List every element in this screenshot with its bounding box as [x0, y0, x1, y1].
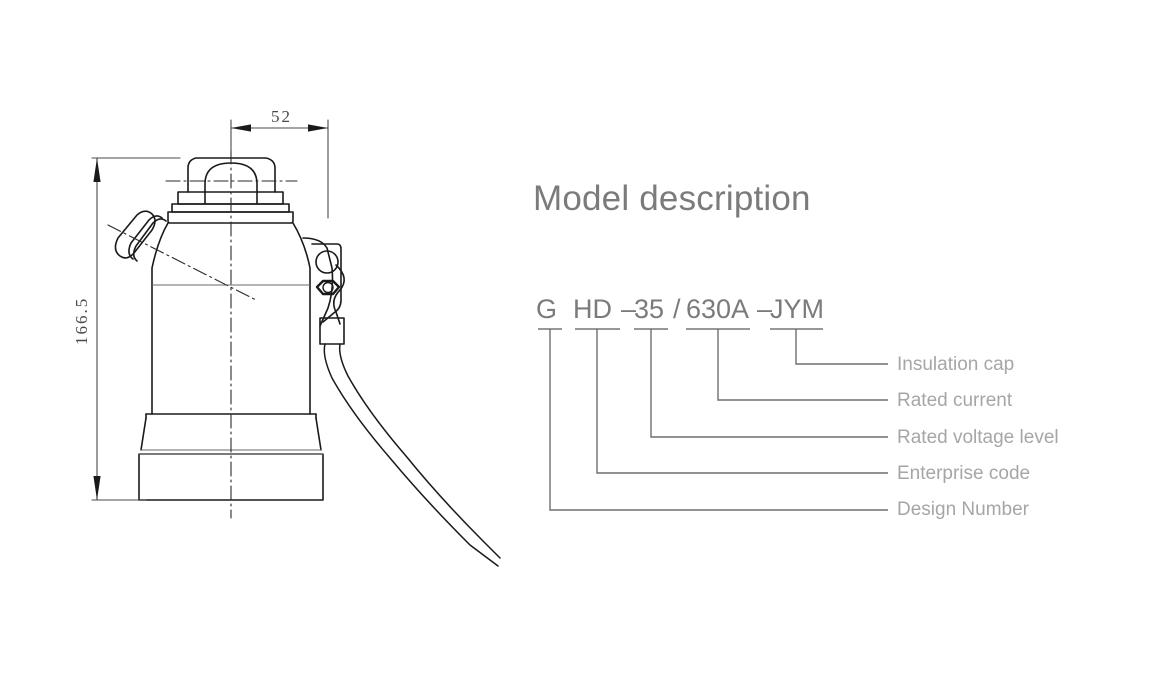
latch-hook [332, 264, 345, 325]
model-code-separator-slash: / [673, 294, 681, 324]
body-shoulder [151, 222, 311, 286]
body-skirt-lower [138, 453, 324, 501]
cable-connector-box [319, 317, 345, 345]
leader-design-number [549, 329, 888, 511]
model-code-separator-dash-1: – [621, 294, 637, 324]
model-code-separator-dash-2: – [757, 294, 773, 324]
label-enterprise-code: Enterprise code [897, 463, 1031, 484]
label-insulation-cap: Insulation cap [897, 354, 1015, 375]
model-code-segment-hd: HD [573, 294, 612, 324]
bracket-hex-nut [315, 279, 341, 296]
leader-enterprise-code [596, 329, 888, 474]
side-port-oval [114, 210, 167, 262]
body-cylinder [151, 284, 311, 415]
leader-insulation-cap [795, 329, 888, 365]
label-rated-voltage-level: Rated voltage level [897, 427, 1059, 448]
side-port-centerline [107, 224, 257, 301]
dimension-52-arrows [231, 124, 328, 132]
dimension-1665 [91, 157, 181, 501]
right-bracket [302, 237, 342, 327]
cable [323, 343, 501, 567]
leader-rated-current [717, 329, 888, 401]
leader-rated-voltage [650, 329, 888, 438]
model-description-heading: Model description [533, 179, 811, 218]
label-design-number: Design Number [897, 499, 1029, 520]
model-code-segment-g: G [536, 294, 558, 324]
label-rated-current: Rated current [897, 390, 1013, 411]
flange-collar [167, 203, 294, 224]
model-code-segment-630a: 630A [686, 294, 750, 324]
model-code-segment-35: 35 [634, 294, 665, 324]
model-code-segment-jym: JYM [770, 294, 824, 324]
dimension-1665-arrows [93, 158, 101, 500]
